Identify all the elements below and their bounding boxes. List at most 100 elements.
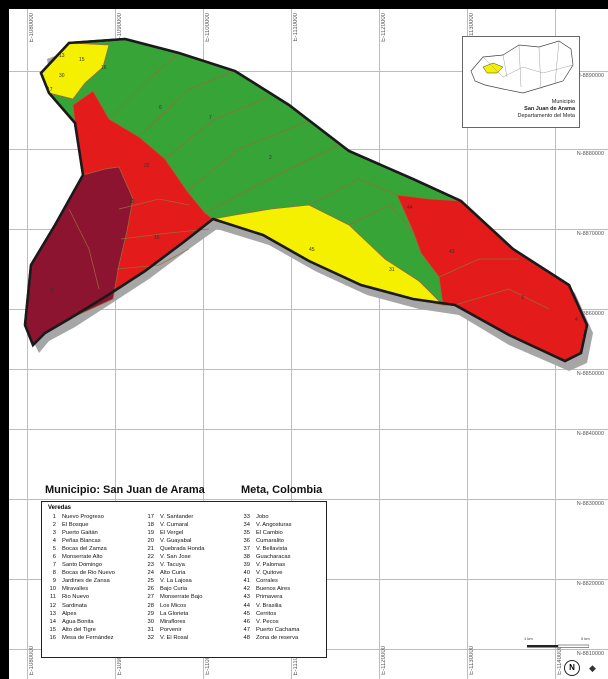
parcel-numbers: 13 15 16 30 17 6 7 2 22 12 16 15 45 31 4… bbox=[47, 53, 578, 323]
svg-text:15: 15 bbox=[79, 57, 85, 63]
legend-item-name: Alpes bbox=[62, 610, 77, 617]
legend-item-name: V. Brasilia bbox=[256, 602, 282, 609]
legend-item-number: 19 bbox=[147, 530, 154, 537]
legend-item-number: 43 bbox=[243, 594, 250, 601]
legend-item-name: V. Santander bbox=[160, 514, 194, 520]
legend-item-number: 10 bbox=[49, 586, 56, 593]
arrow-icon: ◆ bbox=[589, 663, 596, 673]
coord-label-right: N-8820000 bbox=[576, 581, 604, 587]
svg-text:31: 31 bbox=[389, 267, 395, 273]
legend-item-number: 44 bbox=[243, 602, 250, 609]
legend-item-name: Monserrate Alto bbox=[62, 554, 103, 561]
legend-item-number: 29 bbox=[147, 610, 154, 617]
legend-item: 17 V. Santander bbox=[142, 513, 204, 521]
north-arrow-icon: N bbox=[564, 660, 580, 676]
legend-item-number: 40 bbox=[243, 570, 250, 577]
legend-item-number: 20 bbox=[147, 538, 154, 545]
legend-item-number: 45 bbox=[243, 610, 250, 617]
legend-item-name: Los Micos bbox=[160, 602, 187, 609]
legend-item-name: V. Bellavista bbox=[256, 546, 288, 553]
legend-item-number: 14 bbox=[49, 618, 56, 625]
legend-item-name: Jardines de Zansa bbox=[62, 578, 110, 585]
svg-text:4: 4 bbox=[575, 317, 578, 323]
legend-item-name: Buenos Aires bbox=[256, 586, 291, 593]
grid-line-vertical bbox=[467, 9, 468, 679]
legend-item-number: 31 bbox=[147, 626, 154, 633]
scale-bar bbox=[527, 644, 589, 648]
legend-item-name: Guacharacas bbox=[256, 554, 291, 561]
legend-item: 13 Alpes bbox=[44, 610, 115, 618]
inset-line3: Departamento del Meta bbox=[517, 113, 575, 119]
legend-item-number: 9 bbox=[52, 578, 56, 585]
legend-item-name: El Cambio bbox=[256, 530, 283, 537]
legend-item-name: V. San Jose bbox=[160, 554, 191, 561]
legend-item-number: 32 bbox=[147, 634, 154, 641]
municipality-border bbox=[23, 37, 589, 363]
grid-line-vertical bbox=[379, 9, 380, 679]
legend-item-number: 21 bbox=[147, 546, 154, 553]
legend-item-name: V. Tacuya bbox=[160, 562, 185, 569]
grid-line-horizontal bbox=[9, 429, 608, 430]
legend-header: Veredas bbox=[48, 505, 72, 511]
legend-item-name: V. Angosturas bbox=[256, 522, 292, 529]
grid-line-horizontal bbox=[9, 369, 608, 370]
legend-item-name: V. La Lajosa bbox=[160, 578, 192, 585]
legend-item-number: 5 bbox=[52, 546, 56, 553]
legend-item-name: Peñas Blancas bbox=[62, 538, 101, 545]
coord-label-right: N-8860000 bbox=[576, 311, 604, 317]
legend-item-name: V. El Rosal bbox=[160, 634, 189, 641]
legend-item-name: Alto del Tigre bbox=[62, 626, 96, 633]
legend-item-name: Jobo bbox=[256, 514, 269, 520]
legend-item-number: 26 bbox=[147, 586, 154, 593]
legend-item-name: El Vergel bbox=[160, 530, 184, 537]
legend-item: 39 V. Palomas bbox=[238, 561, 300, 569]
legend-item-name: V. Palomas bbox=[256, 562, 286, 569]
legend-item-number: 13 bbox=[49, 610, 56, 617]
legend-item: 32 V. El Rosal bbox=[142, 634, 204, 642]
legend-item-name: Santo Domingo bbox=[62, 562, 102, 569]
svg-text:22: 22 bbox=[144, 163, 150, 169]
legend-item-name: Miraflores bbox=[160, 618, 186, 625]
coord-label-right: N-8850000 bbox=[576, 371, 604, 377]
legend-item-number: 16 bbox=[49, 634, 56, 641]
legend-item-number: 39 bbox=[243, 562, 250, 569]
legend-item-name: Zona de reserva bbox=[256, 634, 299, 641]
legend-item-number: 46 bbox=[243, 618, 250, 625]
legend-item-number: 33 bbox=[243, 514, 250, 520]
svg-text:16: 16 bbox=[154, 235, 160, 241]
legend-item-name: Nuevo Progreso bbox=[62, 514, 104, 520]
legend-item-number: 17 bbox=[147, 514, 154, 520]
coord-label-right: N-8870000 bbox=[576, 231, 604, 237]
grid-line-horizontal bbox=[9, 309, 608, 310]
coord-label-right: N-8840000 bbox=[576, 431, 604, 437]
svg-text:2: 2 bbox=[269, 155, 272, 161]
svg-text:30: 30 bbox=[59, 73, 65, 79]
svg-text:15: 15 bbox=[49, 288, 55, 294]
coord-label-right: N-8830000 bbox=[576, 501, 604, 507]
svg-text:12: 12 bbox=[129, 199, 135, 205]
legend-item-number: 23 bbox=[147, 562, 154, 569]
legend-item-name: Puerto Gaitán bbox=[62, 530, 98, 537]
scale-label-left: 1 km bbox=[524, 636, 533, 641]
legend-item-number: 47 bbox=[243, 626, 250, 633]
legend-item: 33 Jobo bbox=[238, 513, 300, 521]
grid-line-vertical bbox=[291, 9, 292, 679]
coord-label-right: N-8810000 bbox=[576, 651, 604, 657]
